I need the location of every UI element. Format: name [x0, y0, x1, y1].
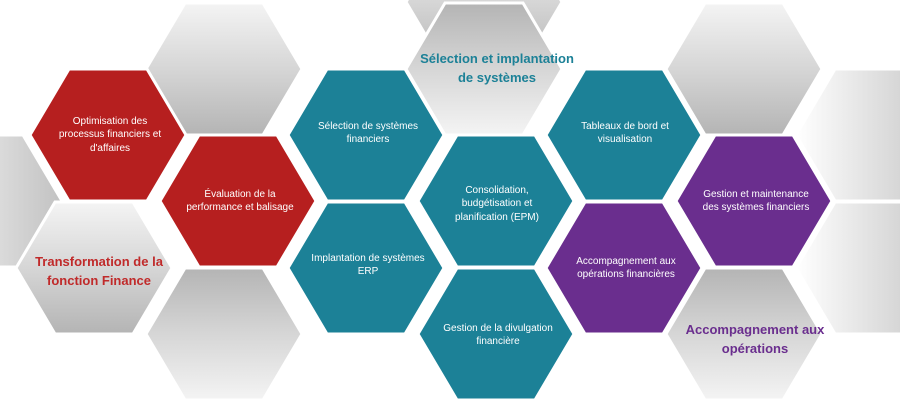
hex-label-process-optimization: Optimisation des processus financiers et… — [58, 115, 162, 154]
hexagon-performance-evaluation — [158, 133, 318, 269]
hexagon-financial-disclosure — [416, 266, 576, 402]
hex-label-financial-disclosure: Gestion de la divulgation financière — [443, 322, 553, 348]
hex-label-consolidation-epm: Consolidation, budgétisation et planific… — [455, 184, 539, 223]
hexagon-process-optimization — [28, 67, 188, 203]
hex-label-dashboards: Tableaux de bord et visualisation — [581, 120, 669, 146]
hex-label-operations-support: Accompagnement aux opérations financière… — [576, 255, 676, 281]
hex-label-performance-evaluation: Évaluation de la performance et balisage — [186, 188, 294, 214]
hexagon-erp-implementation — [286, 200, 446, 336]
hex-label-systems-maintenance: Gestion et maintenance des systèmes fina… — [702, 188, 810, 214]
group-title-systems: Sélection et implantation de systèmes — [420, 51, 574, 85]
decorative-gray-hexagon — [14, 200, 174, 336]
group-title-operations: Accompagnement aux opérations — [685, 322, 825, 356]
decorative-gray-hexagon — [794, 200, 900, 336]
hexagon-systems-maintenance — [674, 133, 834, 269]
hex-label-erp-implementation: Implantation de systèmes ERP — [311, 252, 425, 278]
hex-label-system-selection: Sélection de systèmes financiers — [317, 120, 419, 146]
group-title-transformation: Transformation de la fonction Finance — [35, 254, 163, 288]
hexagon-operations-support — [544, 200, 704, 336]
decorative-gray-hexagon — [664, 1, 824, 137]
decorative-gray-hexagon — [664, 266, 824, 402]
decorative-gray-hexagon — [144, 266, 304, 402]
